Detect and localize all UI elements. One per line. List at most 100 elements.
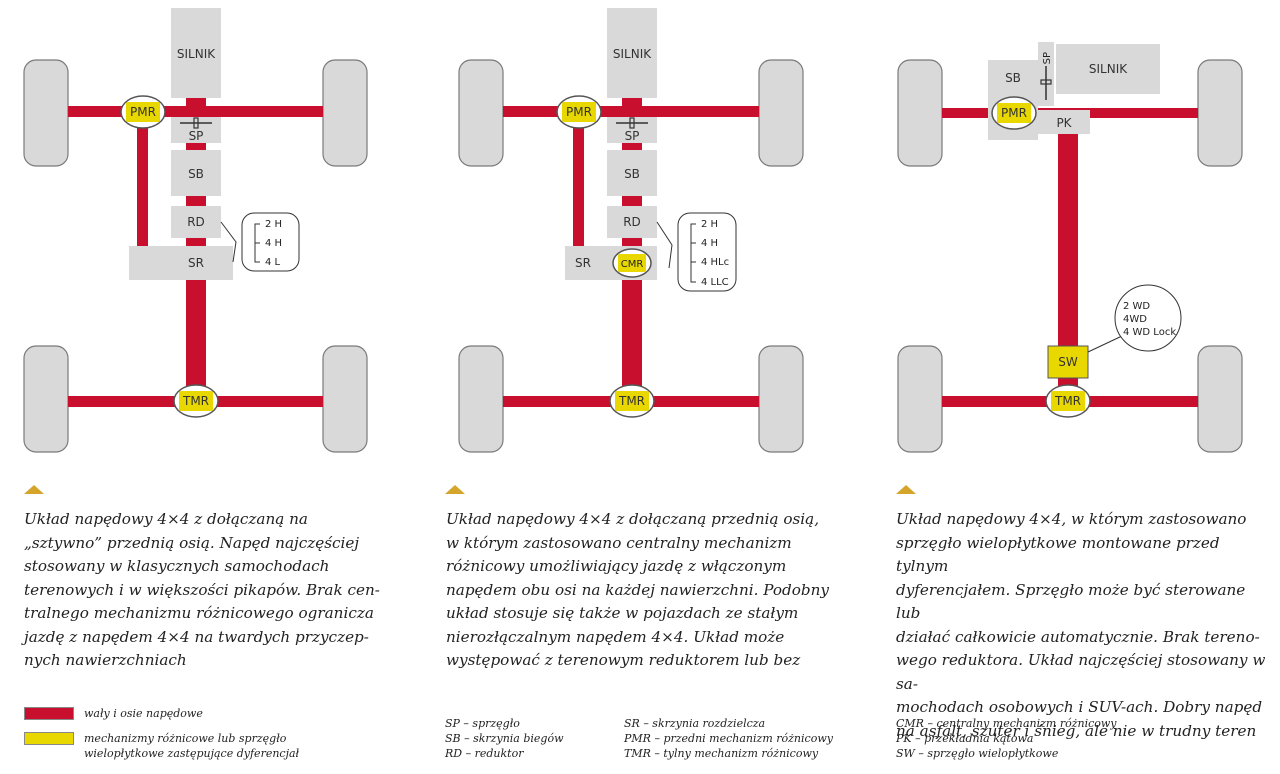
caption-2: Układ napędowy 4×4 z dołączaną przednią … bbox=[446, 508, 836, 673]
reducer-label: RD bbox=[623, 215, 641, 229]
mode-label: 2 H bbox=[265, 219, 282, 230]
engine-box bbox=[607, 8, 657, 98]
reducer-box bbox=[607, 206, 657, 238]
caption-line: układ stosuje się także w pojazdach ze s… bbox=[446, 604, 799, 622]
rear-diff-label: TMR bbox=[1054, 394, 1081, 408]
abbrev-item: SW – sprzęgło wielopłytkowe bbox=[896, 747, 1059, 760]
wheel-rear-right bbox=[322, 345, 368, 453]
abbrev-item: SP – sprzęgło bbox=[445, 717, 520, 730]
legend-diffs: mechanizmy różnicowe lub sprzęgło wielop… bbox=[84, 731, 299, 761]
rear-diff: TMR bbox=[609, 384, 655, 418]
caption-line: nych nawierzchniach bbox=[24, 651, 187, 669]
clutch-box bbox=[607, 117, 657, 143]
center-diff-label: CMR bbox=[621, 259, 644, 270]
legend-diffs-line: wielopłytkowe zastępujące dyferencjał bbox=[84, 747, 300, 760]
caption-line: różnicowy umożliwiający jazdę z włączony… bbox=[446, 557, 787, 575]
mode-label: 4 HLc bbox=[701, 257, 729, 268]
mode-selector: 2 H 4 H 4 L bbox=[220, 212, 300, 272]
clutch-symbol bbox=[180, 117, 212, 129]
abbrev-legend-col-1: SP – sprzęgło SB – skrzynia biegów RD – … bbox=[445, 716, 564, 761]
mode-label: 4 L bbox=[265, 257, 281, 268]
caption-line: Układ napędowy 4×4 z dołączaną przednią … bbox=[446, 510, 820, 528]
legend-swatch-diffs bbox=[24, 732, 74, 745]
abbrev-item: RD – reduktor bbox=[445, 747, 524, 760]
caption-line: terenowych i w większości pikapów. Brak … bbox=[24, 580, 380, 599]
wheel-rear-right bbox=[1197, 345, 1243, 453]
clutch-symbol bbox=[1040, 66, 1052, 100]
abbrev-item: SR – skrzynia rozdzielcza bbox=[624, 717, 766, 730]
caption-marker-icon bbox=[445, 485, 465, 494]
clutch-label: SP bbox=[625, 129, 640, 143]
clutch-box bbox=[171, 117, 221, 143]
transfer-label: SR bbox=[575, 256, 591, 270]
legend-diffs-line: mechanizmy różnicowe lub sprzęgło bbox=[84, 732, 287, 745]
wheel-rear-left bbox=[23, 345, 69, 453]
front-prop-shaft bbox=[137, 124, 148, 252]
caption-line: nierozłączalnym napędem 4×4. Układ może bbox=[446, 627, 785, 646]
reducer-box bbox=[171, 206, 221, 238]
mode-label: 4 WD Lock bbox=[1123, 327, 1176, 338]
wheel-rear-right bbox=[758, 345, 804, 453]
caption-3: Układ napędowy 4×4, w którym zastosowano… bbox=[896, 508, 1271, 743]
mode-selector: 2 WD 4WD 4 WD Lock bbox=[1087, 284, 1182, 353]
front-prop-shaft bbox=[573, 124, 584, 250]
mode-label: 2 H bbox=[701, 219, 718, 230]
caption-line: działać całkowicie automatycznie. Brak t… bbox=[896, 627, 1260, 646]
mode-label: 4WD bbox=[1123, 314, 1147, 325]
caption-line: sprzęgło wielopłytkowe montowane przed t… bbox=[896, 533, 1220, 576]
front-diff-label: PMR bbox=[130, 105, 156, 119]
caption-line: stosowany w klasycznych samochodach bbox=[24, 557, 330, 575]
wheel-front-left bbox=[897, 59, 943, 167]
rear-diff-label: TMR bbox=[618, 394, 645, 408]
caption-line: wego reduktora. Układ najczęściej stosow… bbox=[896, 651, 1266, 693]
gearbox-label: SB bbox=[624, 167, 640, 181]
transfer-box bbox=[129, 246, 233, 280]
diagram-3: SB SILNIK SP PK PMR SW TMR 2 WD bbox=[897, 42, 1243, 453]
abbrev-item: CMR – centralny mechanizm różnicowy bbox=[896, 717, 1117, 730]
clutch-label: SP bbox=[1042, 52, 1053, 64]
clutch-symbol bbox=[616, 117, 648, 129]
reducer-label: RD bbox=[187, 215, 205, 229]
caption-line: Układ napędowy 4×4, w którym zastosowano bbox=[896, 510, 1247, 528]
front-diff: PMR bbox=[556, 95, 602, 129]
wheel-front-right bbox=[758, 59, 804, 167]
caption-line: dyferencjałem. Sprzęgło może być sterowa… bbox=[896, 580, 1246, 623]
angle-gear-label: PK bbox=[1056, 116, 1072, 130]
abbrev-legend-col-3: CMR – centralny mechanizm różnicowy PK –… bbox=[896, 716, 1117, 761]
wheel-front-right bbox=[1197, 59, 1243, 167]
clutch-label: SP bbox=[189, 129, 204, 143]
mode-label: 4 H bbox=[265, 238, 282, 249]
angle-gear-box bbox=[1038, 110, 1090, 134]
caption-line: jazdę z napędem 4×4 na twardych przyczep… bbox=[24, 627, 369, 646]
gearbox-label: SB bbox=[188, 167, 204, 181]
coupling-label: SW bbox=[1058, 355, 1078, 369]
front-diff-label: PMR bbox=[1001, 106, 1027, 120]
caption-line: „sztywno” przednią osią. Napęd najczęści… bbox=[24, 533, 360, 552]
wheel-front-right bbox=[322, 59, 368, 167]
caption-marker-icon bbox=[24, 485, 44, 494]
diagram-2: SILNIK SP SB RD SR CMR PMR TMR bbox=[458, 8, 804, 453]
caption-line: na asfalt, szuter i śnieg, ale nie w tru… bbox=[896, 721, 1257, 740]
caption-line: napędem obu osi na każdej nawierzchni. P… bbox=[446, 580, 829, 599]
mode-label: 2 WD bbox=[1123, 301, 1150, 312]
wheel-front-left bbox=[23, 59, 69, 167]
rear-diff: TMR bbox=[173, 384, 219, 418]
caption-marker-icon bbox=[896, 485, 916, 494]
coupling: SW bbox=[1047, 345, 1089, 379]
engine-label: SILNIK bbox=[1089, 62, 1128, 76]
rear-diff-label: TMR bbox=[182, 394, 209, 408]
front-diff-label: PMR bbox=[566, 105, 592, 119]
front-diff: PMR bbox=[120, 95, 166, 129]
wheel-rear-left bbox=[897, 345, 943, 453]
wheel-rear-left bbox=[458, 345, 504, 453]
engine-box bbox=[1056, 44, 1160, 94]
abbrev-item: PK – przekładnia kątowa bbox=[896, 732, 1034, 745]
caption-1: Układ napędowy 4×4 z dołączaną na „sztyw… bbox=[24, 508, 399, 673]
caption-line: w którym zastosowano centralny mechanizm bbox=[446, 533, 792, 552]
caption-line: tralnego mechanizmu różnicowego ogranicz… bbox=[24, 604, 374, 622]
abbrev-legend-col-2: SR – skrzynia rozdzielcza PMR – przedni … bbox=[624, 716, 833, 761]
wheel-front-left bbox=[458, 59, 504, 167]
caption-line: występować z terenowym reduktorem lub be… bbox=[446, 651, 801, 669]
abbrev-item: PMR – przedni mechanizm różnicowy bbox=[624, 732, 833, 745]
